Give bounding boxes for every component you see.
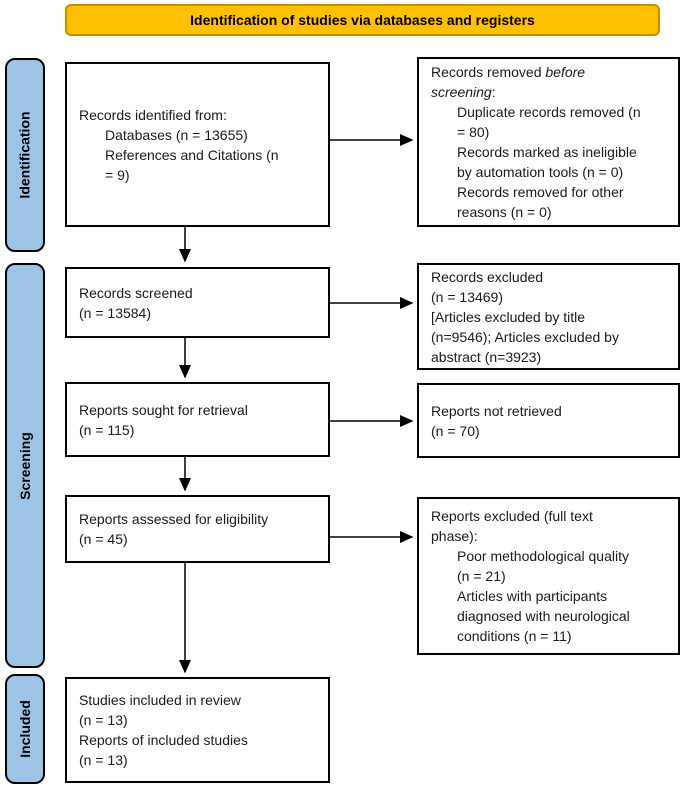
- box-reports-not-retrieved: Reports not retrieved (n = 70): [417, 383, 680, 458]
- text-line: Records marked as ineligible: [457, 144, 637, 160]
- box-records-excluded: Records excluded (n = 13469) [Articles exc…: [417, 263, 680, 370]
- text-line: (n = 13): [79, 712, 128, 728]
- text-line: Reports of included studies: [79, 732, 248, 748]
- box-records-identified: Records identified from: Databases (n = 1…: [65, 62, 330, 227]
- stage-label-text: Screening: [17, 431, 34, 500]
- text-line: (n = 13469): [431, 288, 503, 305]
- banner: Identification of studies via databases …: [65, 4, 660, 36]
- text-line: Databases (n = 13655): [105, 126, 248, 143]
- text-line: = 9): [105, 166, 130, 183]
- stage-label-text: Identification: [17, 111, 33, 199]
- text-line: Studies included in review: [79, 692, 241, 708]
- text-line: Poor methodological quality: [457, 548, 629, 564]
- stage-label-included: Included: [5, 674, 45, 784]
- text-line: by automation tools (n = 0): [457, 164, 624, 180]
- text-line: = 80): [457, 124, 490, 140]
- text-line: (n = 13): [79, 752, 128, 768]
- text-line: Reports assessed for eligibility: [79, 511, 269, 527]
- text-line: Records excluded: [431, 268, 544, 285]
- text-line: Records removed for other: [457, 184, 624, 200]
- text-line: (n = 13584): [79, 304, 151, 321]
- text-line: Records screened: [79, 284, 193, 301]
- text-line: Reports excluded (full text: [431, 508, 593, 524]
- text-line: Records identified from:: [79, 106, 227, 123]
- box-records-removed-before-screening: Records removed before screening: Duplicat…: [417, 57, 680, 227]
- text-line: Reports not retrieved: [431, 402, 562, 419]
- text-line: [Articles excluded by title: [431, 308, 586, 325]
- text-line: phase):: [431, 528, 478, 544]
- stage-label-text: Included: [17, 700, 33, 758]
- box-studies-included: Studies included in review (n = 13) Report…: [65, 677, 330, 783]
- text-line: References and Citations (n: [105, 146, 279, 163]
- text-line: (n = 70): [431, 422, 480, 439]
- box-reports-sought-for-retrieval: Reports sought for retrieval (n = 115): [65, 382, 330, 457]
- text-line: (n = 45): [79, 531, 128, 547]
- text-line: conditions (n = 11): [457, 628, 572, 644]
- text-line: Articles with participants: [457, 588, 608, 604]
- text-line: Reports sought for retrieval: [79, 401, 248, 418]
- text-line: diagnosed with neurological: [457, 608, 630, 624]
- stage-label-screening: Screening: [5, 263, 45, 668]
- text-line: Duplicate records removed (n: [457, 104, 641, 120]
- box-records-screened: Records screened (n = 13584): [65, 267, 330, 338]
- text-line: screening:: [431, 84, 496, 100]
- box-reports-excluded-full-text: Reports excluded (full text phase): Poor m…: [417, 497, 680, 655]
- text-line: (n = 115): [79, 421, 135, 438]
- text-line: reasons (n = 0): [457, 204, 552, 220]
- text-line: Records removed before: [431, 64, 586, 80]
- text-line: (n = 21): [457, 568, 506, 584]
- text-line: (n=9546); Articles excluded by: [431, 328, 619, 345]
- box-reports-assessed-for-eligibility: Reports assessed for eligibility (n = 45): [65, 495, 330, 563]
- banner-title: Identification of studies via databases …: [190, 12, 535, 28]
- stage-label-identification: Identification: [5, 58, 45, 252]
- text-line: abstract (n=3923): [431, 348, 542, 365]
